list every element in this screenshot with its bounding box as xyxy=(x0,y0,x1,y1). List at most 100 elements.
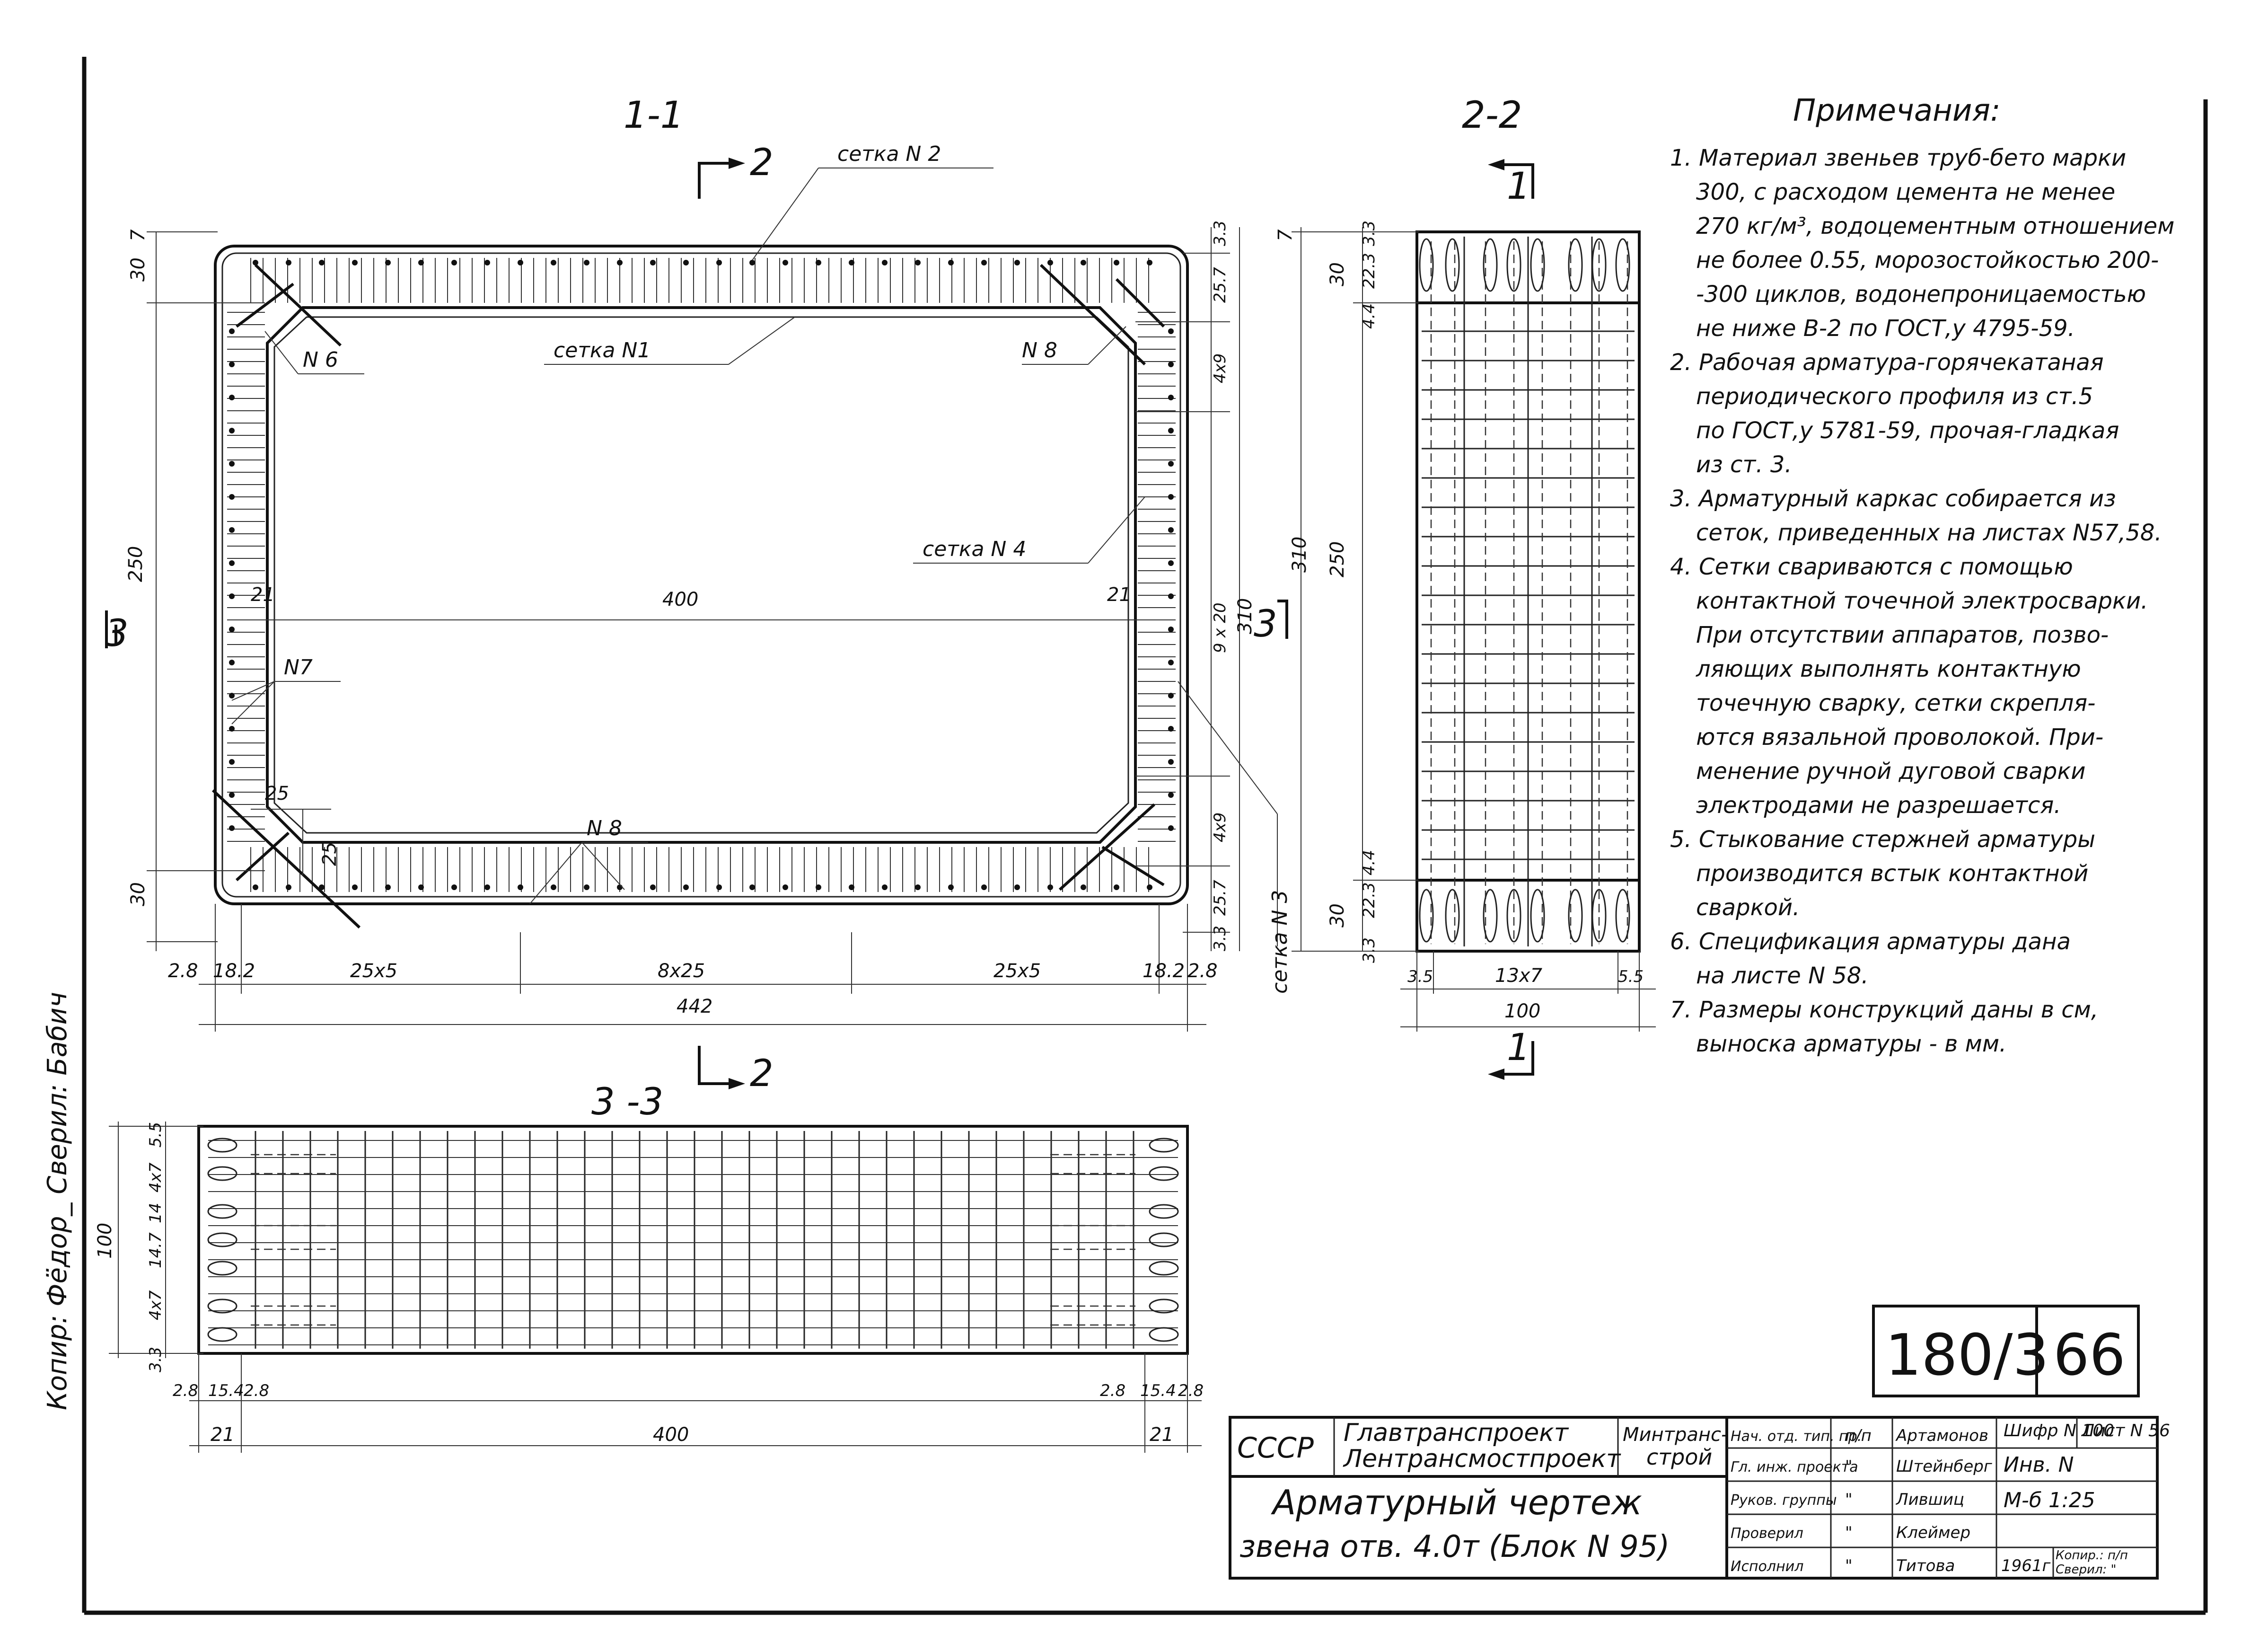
note-line: 300, с расходом цемента не менее xyxy=(1696,179,2115,205)
dim33-2.8-c: 2.8 xyxy=(1100,1381,1125,1400)
dim33-2.8-d: 2.8 xyxy=(1178,1381,1204,1400)
rebar-dot xyxy=(286,260,291,265)
dim-25x5-left: 25x5 xyxy=(350,960,397,982)
tb-copy: Копир.: п/п xyxy=(2056,1548,2128,1563)
dim22-13x7: 13x7 xyxy=(1495,965,1543,987)
dim-21-left: 21 xyxy=(251,584,275,606)
rebar-dot xyxy=(319,884,325,890)
rebar-dot xyxy=(915,884,921,890)
section-3-3-outline xyxy=(197,1125,1189,1355)
dim-25x5-right: 25x5 xyxy=(993,960,1041,982)
rebar-dot xyxy=(1014,884,1020,890)
callout-setka-4: сетка N 4 xyxy=(923,537,1026,561)
rebar-dot xyxy=(352,260,358,265)
rebar-dot xyxy=(948,260,954,265)
dim33-14: 14 xyxy=(146,1203,165,1223)
cut-label-1-bottom: 1 xyxy=(1507,1026,1530,1069)
note-line: не более 0.55, морозостойкостью 200- xyxy=(1696,247,2159,274)
rebar-loops-3-3 xyxy=(207,1138,1179,1342)
tb-role: Гл. инж. проекта xyxy=(1731,1459,1858,1475)
rebar-dot xyxy=(1168,560,1174,566)
cut-label-2-bottom: 2 xyxy=(750,1052,774,1095)
rebar-dot xyxy=(981,884,987,890)
rebar-dot xyxy=(1047,260,1053,265)
rebar-dot xyxy=(849,260,854,265)
cut-arrow-1-top-icon xyxy=(1488,159,1504,170)
rebar-dot xyxy=(1168,693,1174,698)
dim33-21-left: 21 xyxy=(211,1424,235,1446)
dim33-21-right: 21 xyxy=(1150,1424,1174,1446)
dim-25-v: 25 xyxy=(319,842,341,866)
note-line: ляющих выполнять контактную xyxy=(1696,656,2081,682)
dim-2.8-left: 2.8 xyxy=(168,960,198,982)
tb-inv: Инв. N xyxy=(2004,1453,2074,1477)
tb-sign: " xyxy=(1845,1556,1853,1575)
tb-ministry2: строй xyxy=(1646,1444,1712,1470)
stamp-page: 66 xyxy=(2053,1323,2126,1388)
callout-setka-2: сетка N 2 xyxy=(837,142,941,166)
dim22-4.4-top: 4.4 xyxy=(1360,303,1379,329)
tb-drawing-title1: Арматурный чертеж xyxy=(1271,1483,1642,1522)
rebar-loop xyxy=(1149,1232,1179,1247)
rebar-loop xyxy=(207,1232,237,1247)
note-line: 7. Размеры конструкций даны в см, xyxy=(1670,997,2098,1023)
rebar-dot xyxy=(816,260,821,265)
dim22-100: 100 xyxy=(1504,1000,1540,1022)
rebar-loop xyxy=(1568,889,1583,943)
rebar-dot xyxy=(782,260,788,265)
rebar-loop xyxy=(1149,1138,1179,1153)
tb-name: Клеймер xyxy=(1896,1523,1970,1542)
rebar-dot xyxy=(1168,527,1174,533)
note-line: 5. Стыкование стержней арматуры xyxy=(1670,826,2095,853)
dim-25.7-top: 25.7 xyxy=(1211,267,1230,303)
dim22-30-bottom: 30 xyxy=(1327,903,1348,928)
callout-n6: N 6 xyxy=(303,348,338,372)
section-1-1-title: 1-1 xyxy=(624,94,684,137)
cut-mark-2-bottom xyxy=(698,1046,729,1085)
rebar-dot xyxy=(683,884,689,890)
rebar-loop xyxy=(207,1327,237,1342)
rebar-dot xyxy=(229,825,235,831)
dim-310-right: 310 xyxy=(1234,598,1256,634)
rebar-dot xyxy=(1147,884,1152,890)
rebar-loop xyxy=(1591,889,1607,943)
dim33-4x7-bottom: 4x7 xyxy=(146,1290,165,1320)
rebar-loop xyxy=(1530,889,1545,943)
cut-label-3-left: 3 xyxy=(105,612,129,655)
tb-year: 1961г xyxy=(2001,1556,2051,1575)
dim-400: 400 xyxy=(662,589,698,610)
note-line: из ст. 3. xyxy=(1696,451,1792,478)
outer-outline xyxy=(214,245,1189,905)
rebar-dot xyxy=(1168,328,1174,334)
rebar-dot xyxy=(229,328,235,334)
cut-arrow-bottom-icon xyxy=(729,1078,745,1089)
rebar-dot xyxy=(229,627,235,632)
rebar-dot xyxy=(1047,884,1053,890)
callout-n8-bottom: N 8 xyxy=(587,816,622,840)
rebar-loop xyxy=(1149,1204,1179,1219)
rebar-dot xyxy=(584,884,589,890)
dim-18.2-left: 18.2 xyxy=(213,960,255,982)
rebar-dot xyxy=(551,260,556,265)
rebar-loop xyxy=(1591,238,1607,292)
rebar-loop xyxy=(207,1166,237,1181)
rebar-loop xyxy=(1445,238,1460,292)
inner-rebar-line xyxy=(273,316,1129,834)
rebar-dot xyxy=(948,884,954,890)
rebar-dot xyxy=(981,260,987,265)
haunch-bar-br2 xyxy=(1101,846,1165,886)
rebar-loop xyxy=(1530,238,1545,292)
rebar-dot xyxy=(683,260,689,265)
haunch-bar-bl2 xyxy=(235,831,290,882)
rebar-dot xyxy=(1168,660,1174,665)
rebar-dot xyxy=(229,494,235,500)
dim22-22.3-bottom: 22.3 xyxy=(1360,882,1379,918)
rebar-dot xyxy=(229,726,235,732)
tb-scale: М-б 1:25 xyxy=(2004,1488,2095,1512)
dim-2.8-right: 2.8 xyxy=(1187,960,1218,982)
rebar-dot xyxy=(650,260,656,265)
note-line: точечную сварку, сетки скрепля- xyxy=(1696,690,2095,716)
rebar-dot xyxy=(816,884,821,890)
rebar-loop xyxy=(207,1261,237,1276)
dim-3.3-bottom: 3.3 xyxy=(1211,926,1230,951)
